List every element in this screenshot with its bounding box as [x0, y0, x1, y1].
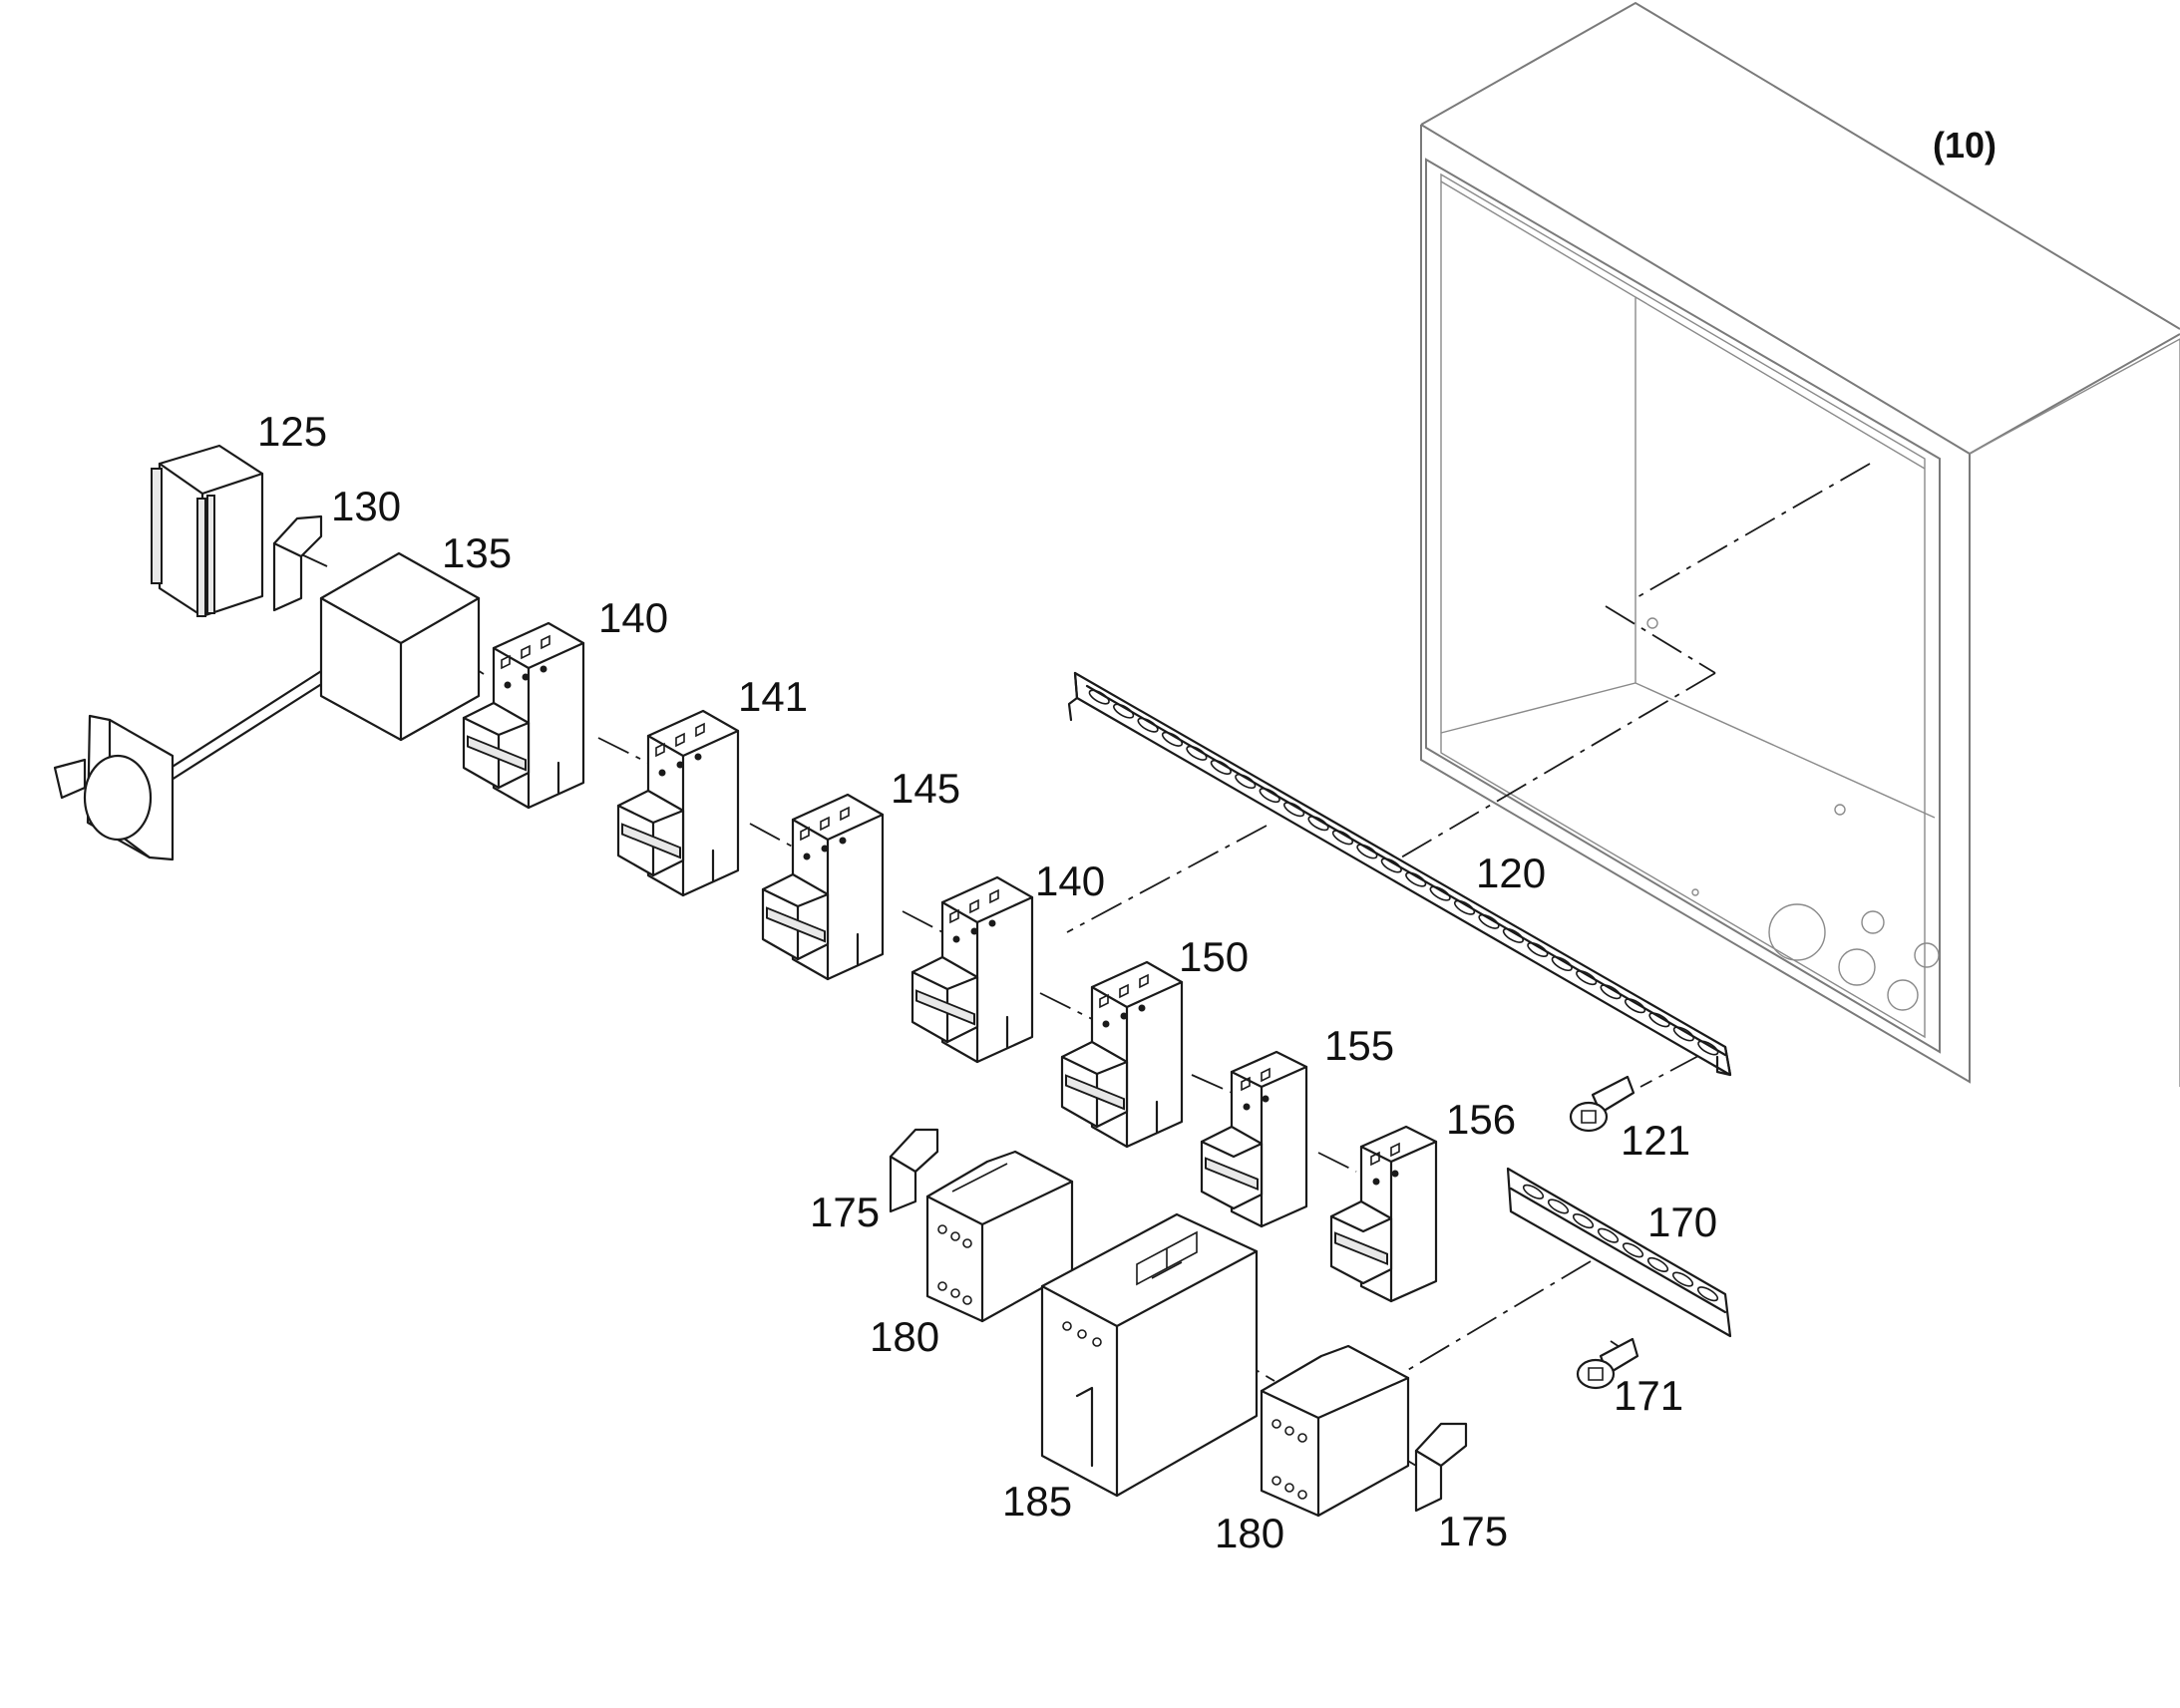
callout-150: 150: [1179, 933, 1249, 980]
callout-140-a: 140: [598, 594, 668, 641]
rail-slot: [1697, 1040, 1719, 1056]
rail-slot: [1502, 927, 1524, 943]
part-130-end-clamp: [272, 514, 323, 612]
rail-slot: [1597, 1227, 1620, 1243]
part-180-contactor-b: [1260, 1344, 1410, 1518]
callout-121: 121: [1621, 1117, 1690, 1164]
din-rail-170: [1506, 1167, 1732, 1338]
enclosure: (10): [1420, 1, 2180, 1087]
callout-175-a: 175: [810, 1189, 880, 1235]
part-145-breaker: [761, 793, 885, 981]
rail-slot: [1283, 802, 1305, 818]
rail-slot: [1551, 955, 1573, 972]
callout-180-b: 180: [1215, 1510, 1284, 1556]
rail-slot: [1522, 1184, 1545, 1199]
callout-130: 130: [331, 483, 401, 529]
rail-slot: [1235, 773, 1257, 790]
part-180-contactor-a: [925, 1150, 1074, 1323]
rail-slot: [1088, 689, 1110, 705]
part-140-breaker-a: [462, 621, 585, 810]
rail-slot: [1671, 1271, 1694, 1287]
callout-145: 145: [891, 765, 960, 812]
callout-140-b: 140: [1035, 857, 1105, 904]
rail-slot: [1331, 830, 1354, 846]
part-140-breaker-b: [910, 875, 1034, 1064]
din-rail-120: [1067, 671, 1732, 1077]
rail-slot: [1624, 998, 1646, 1014]
rail-slot: [1259, 788, 1280, 804]
rail-slot: [1547, 1198, 1570, 1214]
screw-121: [1569, 1075, 1635, 1133]
part-150-breaker: [1060, 960, 1184, 1149]
callout-175-b: 175: [1438, 1508, 1508, 1554]
rail-slot: [1572, 1213, 1595, 1229]
part-175-end-clamp-b: [1414, 1422, 1468, 1513]
rail-slot: [1210, 759, 1232, 775]
rail-slot: [1307, 816, 1329, 832]
callout-171: 171: [1614, 1372, 1683, 1419]
assembly-label: (10): [1933, 125, 1997, 166]
part-135-main-switch: [319, 551, 481, 742]
callout-185: 185: [1002, 1478, 1072, 1525]
callout-156: 156: [1446, 1096, 1516, 1143]
callout-180-a: 180: [870, 1313, 939, 1360]
part-125-cover: [151, 444, 264, 618]
part-185-module: [1040, 1212, 1259, 1498]
rail-slot: [1429, 885, 1451, 901]
rail-slot: [1576, 970, 1598, 986]
rail-slot: [1648, 1012, 1670, 1028]
rail-slot: [1356, 844, 1378, 859]
rail-slot: [1622, 1242, 1644, 1258]
rail-slot: [1527, 941, 1549, 957]
rail-slot: [1478, 913, 1500, 929]
rotary-handle: [53, 664, 336, 861]
callout-170: 170: [1647, 1198, 1717, 1245]
screw-171: [1576, 1337, 1639, 1390]
callout-125: 125: [257, 408, 327, 455]
rail-slot: [1113, 703, 1135, 719]
callout-120: 120: [1476, 850, 1546, 896]
callout-155: 155: [1324, 1022, 1394, 1069]
rail-slot: [1646, 1256, 1669, 1272]
callout-141: 141: [738, 673, 808, 720]
rail-slot: [1380, 857, 1402, 873]
rail-slot: [1672, 1026, 1694, 1042]
callout-labels: 125 130 135 140 141 145 140 150 155 156 …: [257, 408, 1717, 1556]
rail-slot: [1696, 1286, 1719, 1302]
part-175-end-clamp-a: [889, 1128, 939, 1213]
rail-slot: [1186, 745, 1208, 761]
part-141-breaker: [616, 709, 740, 897]
rail-slot: [1600, 984, 1622, 1000]
rail-slot: [1137, 717, 1159, 733]
rail-slot: [1453, 899, 1476, 915]
callout-135: 135: [442, 529, 512, 576]
part-155-breaker: [1200, 1050, 1308, 1228]
rail-slot: [1161, 731, 1184, 747]
rail-slot: [1405, 871, 1427, 887]
part-156-breaker: [1329, 1125, 1438, 1303]
